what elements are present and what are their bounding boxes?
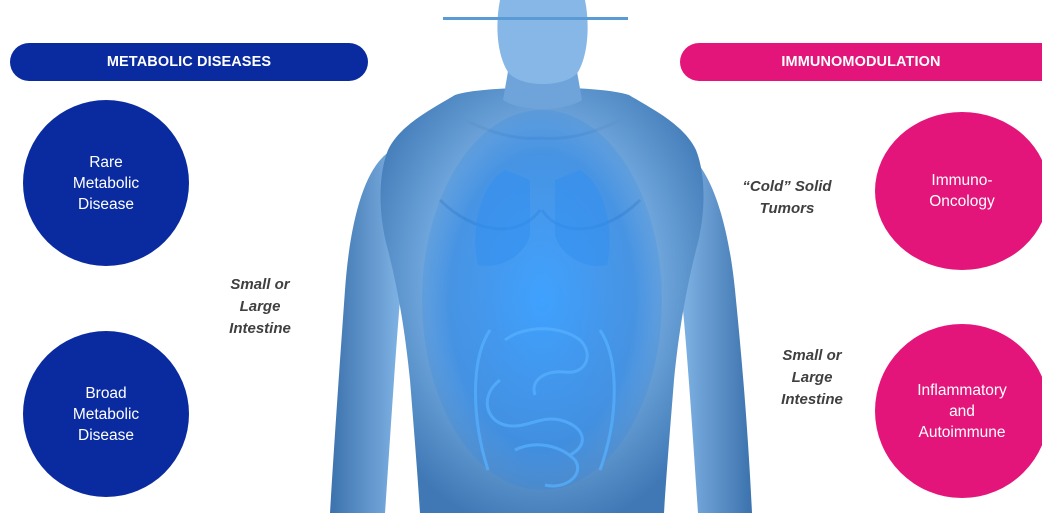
immunomodulation-label: IMMUNOMODULATION <box>781 54 940 70</box>
immuno-oncology-label: Immuno- Oncology <box>929 170 994 212</box>
cold-solid-tumors-caption: “Cold” Solid Tumors <box>722 176 852 220</box>
inflammatory-autoimmune-circle: Inflammatory and Autoimmune <box>875 324 1042 498</box>
broad-metabolic-disease-label: Broad Metabolic Disease <box>73 383 139 446</box>
head <box>497 0 587 84</box>
right-intestine-caption: Small or Large Intestine <box>762 345 862 411</box>
immuno-oncology-circle: Immuno- Oncology <box>875 112 1042 270</box>
metabolic-diseases-header: METABOLIC DISEASES <box>10 43 368 81</box>
inflammatory-autoimmune-label: Inflammatory and Autoimmune <box>917 380 1007 443</box>
organ-glow <box>422 110 662 490</box>
rare-metabolic-disease-label: Rare Metabolic Disease <box>73 152 139 215</box>
immunomodulation-header: IMMUNOMODULATION <box>680 43 1042 81</box>
broad-metabolic-disease-circle: Broad Metabolic Disease <box>23 331 189 497</box>
rare-metabolic-disease-circle: Rare Metabolic Disease <box>23 100 189 266</box>
top-accent-line <box>443 17 628 20</box>
left-intestine-caption: Small or Large Intestine <box>210 274 310 340</box>
metabolic-diseases-label: METABOLIC DISEASES <box>107 54 271 70</box>
